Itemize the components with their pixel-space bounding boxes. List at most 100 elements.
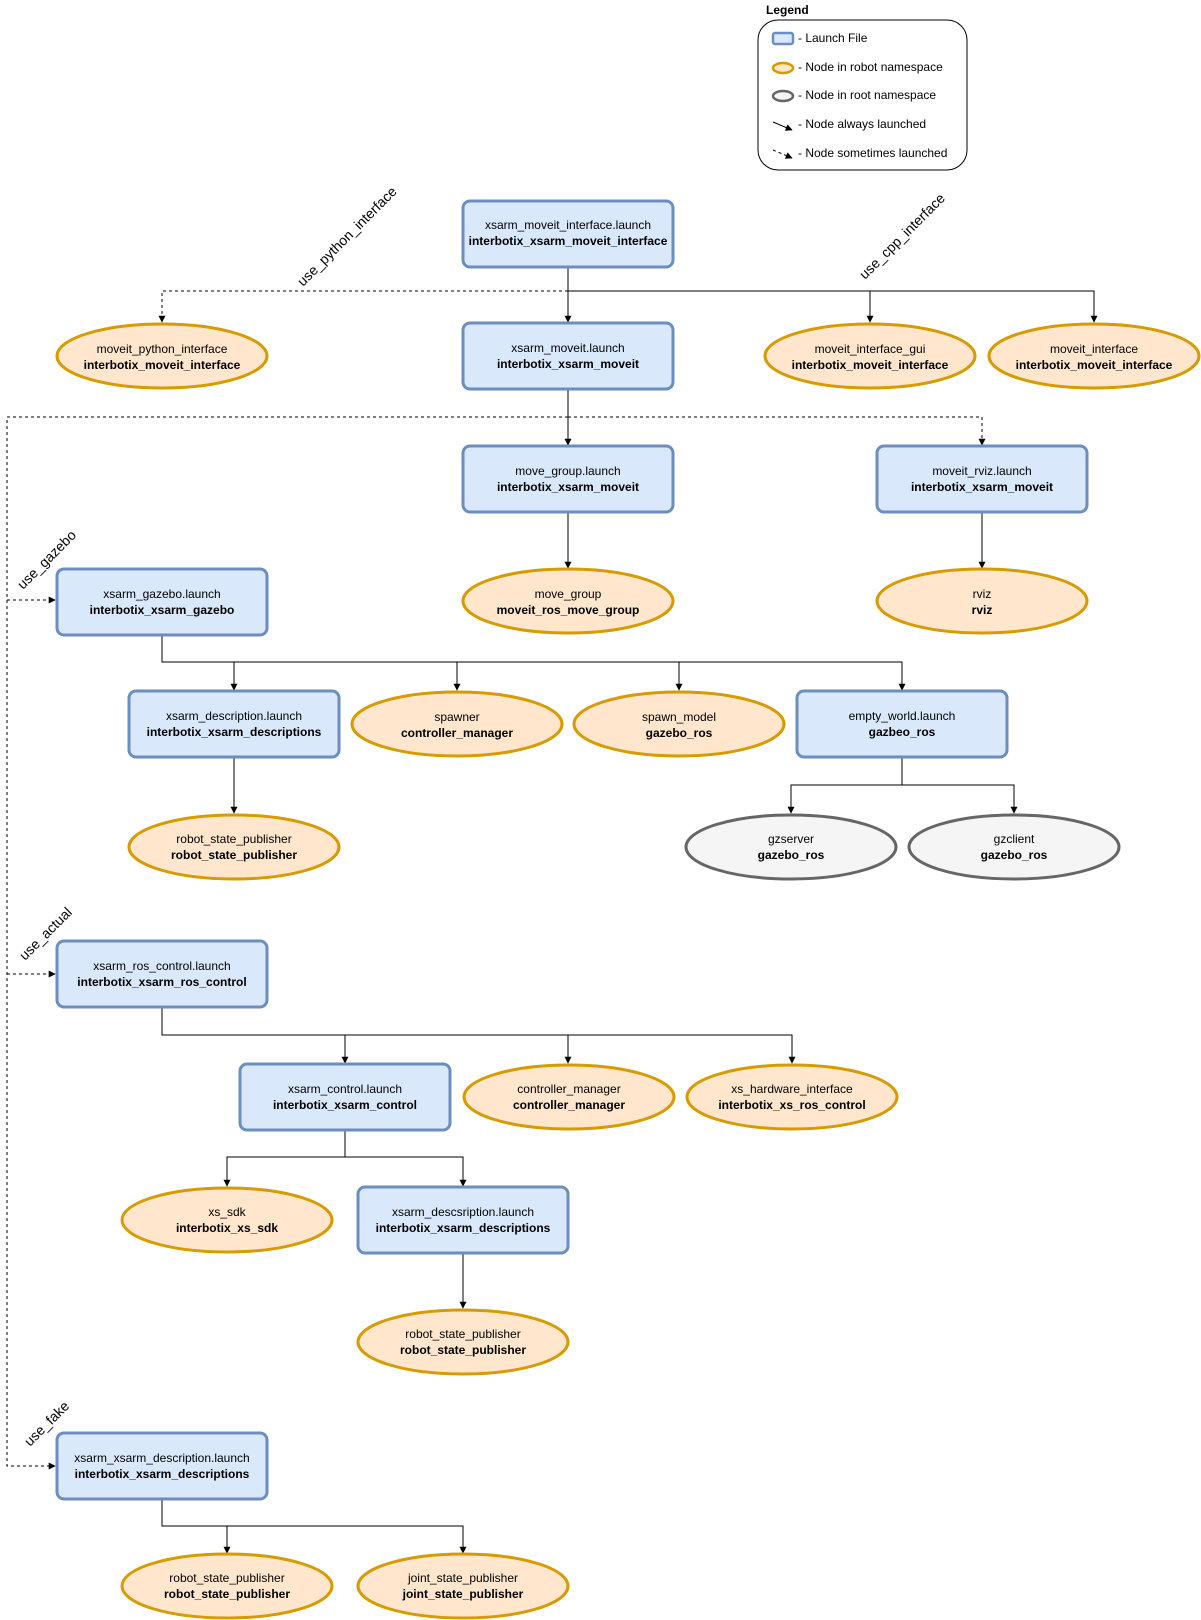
edge-moveit-to-rviz bbox=[568, 416, 986, 446]
svg-text:xsarm_xsarm_description.launch: xsarm_xsarm_description.launch bbox=[74, 1451, 249, 1465]
svg-text:interbotix_xsarm_moveit: interbotix_xsarm_moveit bbox=[911, 480, 1053, 494]
edge-fake-to-rsp bbox=[161, 1500, 231, 1554]
node-move-group-launch[interactable]: move_group.launch interbotix_xsarm_movei… bbox=[461, 444, 675, 514]
svg-text:moveit_rviz.launch: moveit_rviz.launch bbox=[932, 464, 1031, 478]
svg-text:interbotix_xsarm_moveit_interf: interbotix_xsarm_moveit_interface bbox=[469, 234, 668, 248]
legend-robot-node-label: - Node in robot namespace bbox=[798, 60, 943, 74]
svg-text:rviz: rviz bbox=[972, 603, 993, 617]
svg-text:interbotix_xsarm_moveit: interbotix_xsarm_moveit bbox=[497, 357, 639, 371]
node-rviz[interactable]: rviz rviz bbox=[875, 567, 1089, 635]
node-controller-manager[interactable]: controller_manager controller_manager bbox=[462, 1063, 676, 1131]
svg-text:interbotix_moveit_interface: interbotix_moveit_interface bbox=[1016, 358, 1173, 372]
legend-root-node-label: - Node in root namespace bbox=[798, 88, 936, 102]
svg-text:gazebo_ros: gazebo_ros bbox=[646, 726, 713, 740]
edge-moveit-bus bbox=[6, 416, 568, 1470]
legend-sometimes-label: - Node sometimes launched bbox=[798, 146, 947, 160]
svg-text:xs_sdk: xs_sdk bbox=[208, 1205, 246, 1219]
svg-text:xsarm_moveit_interface.launch: xsarm_moveit_interface.launch bbox=[485, 218, 651, 232]
svg-text:gazebo_ros: gazebo_ros bbox=[758, 848, 825, 862]
svg-text:gzclient: gzclient bbox=[994, 832, 1035, 846]
svg-text:joint_state_publisher: joint_state_publisher bbox=[402, 1587, 524, 1601]
svg-text:gazbeo_ros: gazbeo_ros bbox=[869, 725, 936, 739]
svg-text:xsarm_ros_control.launch: xsarm_ros_control.launch bbox=[93, 959, 230, 973]
legend-always-label: - Node always launched bbox=[798, 117, 926, 131]
edge-fake-to-jsp bbox=[227, 1525, 467, 1554]
svg-text:moveit_ros_move_group: moveit_ros_move_group bbox=[497, 603, 640, 617]
svg-text:joint_state_publisher: joint_state_publisher bbox=[407, 1571, 518, 1585]
node-move-group[interactable]: move_group moveit_ros_move_group bbox=[461, 567, 675, 635]
connectors bbox=[6, 267, 1098, 1554]
condition-use-python-interface: use_python_interface bbox=[294, 183, 400, 289]
edge-empty-world-to-gzclient bbox=[902, 784, 1018, 814]
edge-control-to-descsription bbox=[345, 1156, 467, 1187]
svg-text:empty_world.launch: empty_world.launch bbox=[849, 709, 956, 723]
svg-text:moveit_interface: moveit_interface bbox=[1050, 342, 1138, 356]
node-xs-sdk[interactable]: xs_sdk interbotix_xs_sdk bbox=[120, 1186, 334, 1254]
node-moveit-interface-gui[interactable]: moveit_interface_gui interbotix_moveit_i… bbox=[763, 322, 977, 390]
node-moveit-rviz-launch[interactable]: moveit_rviz.launch interbotix_xsarm_move… bbox=[875, 444, 1089, 514]
svg-text:moveit_python_interface: moveit_python_interface bbox=[97, 342, 228, 356]
svg-text:robot_state_publisher: robot_state_publisher bbox=[400, 1343, 526, 1357]
legend-launch-label: - Launch File bbox=[798, 31, 868, 45]
node-xsarm-ros-control-launch[interactable]: xsarm_ros_control.launch interbotix_xsar… bbox=[55, 939, 269, 1009]
svg-text:controller_manager: controller_manager bbox=[401, 726, 513, 740]
svg-text:xsarm_gazebo.launch: xsarm_gazebo.launch bbox=[103, 587, 220, 601]
node-joint-state-publisher-fake[interactable]: joint_state_publisher joint_state_publis… bbox=[356, 1552, 570, 1620]
legend-frame bbox=[757, 19, 968, 171]
node-robot-state-publisher-gazebo[interactable]: robot_state_publisher robot_state_publis… bbox=[127, 813, 341, 881]
edge-python-interface bbox=[158, 290, 568, 323]
svg-text:robot_state_publisher: robot_state_publisher bbox=[405, 1327, 520, 1341]
svg-text:interbotix_moveit_interface: interbotix_moveit_interface bbox=[792, 358, 949, 372]
svg-text:interbotix_moveit_interface: interbotix_moveit_interface bbox=[84, 358, 241, 372]
node-spawn-model[interactable]: spawn_model gazebo_ros bbox=[572, 690, 786, 758]
svg-text:interbotix_xs_ros_control: interbotix_xs_ros_control bbox=[718, 1098, 865, 1112]
node-xsarm-description-launch-gazebo[interactable]: xsarm_description.launch interbotix_xsar… bbox=[127, 689, 341, 759]
svg-text:interbotix_xs_sdk: interbotix_xs_sdk bbox=[176, 1221, 278, 1235]
node-xsarm-control-launch[interactable]: xsarm_control.launch interbotix_xsarm_co… bbox=[238, 1062, 452, 1132]
edge-gazebo-to-empty-world bbox=[161, 635, 906, 691]
node-gzserver[interactable]: gzserver gazebo_ros bbox=[684, 813, 898, 881]
svg-text:xs_hardware_interface: xs_hardware_interface bbox=[731, 1082, 853, 1096]
nodes: xsarm_moveit_interface.launch interbotix… bbox=[55, 199, 1201, 1620]
node-moveit-interface[interactable]: moveit_interface interbotix_moveit_inter… bbox=[987, 322, 1201, 390]
edge-control-to-xs-sdk bbox=[223, 1131, 346, 1187]
node-xsarm-descsription-launch[interactable]: xsarm_descsription.launch interbotix_xsa… bbox=[356, 1185, 570, 1255]
svg-text:interbotix_xsarm_descriptions: interbotix_xsarm_descriptions bbox=[147, 725, 322, 739]
svg-text:spawn_model: spawn_model bbox=[642, 710, 716, 724]
node-moveit-python-interface[interactable]: moveit_python_interface interbotix_movei… bbox=[55, 322, 269, 390]
svg-text:move_group: move_group bbox=[535, 587, 602, 601]
svg-text:interbotix_xsarm_control: interbotix_xsarm_control bbox=[273, 1098, 417, 1112]
legend-robot-node-icon bbox=[771, 61, 795, 75]
legend-title: Legend bbox=[766, 3, 809, 17]
svg-text:xsarm_control.launch: xsarm_control.launch bbox=[288, 1082, 402, 1096]
node-xs-hardware-interface[interactable]: xs_hardware_interface interbotix_xs_ros_… bbox=[685, 1063, 899, 1131]
node-xsarm-moveit-interface-launch[interactable]: xsarm_moveit_interface.launch interbotix… bbox=[461, 199, 675, 269]
svg-text:robot_state_publisher: robot_state_publisher bbox=[164, 1587, 290, 1601]
node-xsarm-xsarm-description-launch[interactable]: xsarm_xsarm_description.launch interboti… bbox=[55, 1431, 269, 1501]
svg-text:xsarm_descsription.launch: xsarm_descsription.launch bbox=[392, 1205, 534, 1219]
svg-text:interbotix_xsarm_descriptions: interbotix_xsarm_descriptions bbox=[75, 1467, 250, 1481]
svg-text:xsarm_moveit.launch: xsarm_moveit.launch bbox=[511, 341, 624, 355]
svg-text:robot_state_publisher: robot_state_publisher bbox=[176, 832, 291, 846]
node-empty-world-launch[interactable]: empty_world.launch gazbeo_ros bbox=[795, 689, 1009, 759]
condition-use-cpp-interface: use_cpp_interface bbox=[856, 190, 948, 282]
svg-text:rviz: rviz bbox=[973, 587, 992, 601]
svg-text:xsarm_description.launch: xsarm_description.launch bbox=[166, 709, 302, 723]
node-robot-state-publisher-fake[interactable]: robot_state_publisher robot_state_publis… bbox=[120, 1552, 334, 1620]
svg-text:gazebo_ros: gazebo_ros bbox=[981, 848, 1048, 862]
node-xsarm-moveit-launch[interactable]: xsarm_moveit.launch interbotix_xsarm_mov… bbox=[461, 321, 675, 391]
svg-text:gzserver: gzserver bbox=[768, 832, 814, 846]
node-xsarm-gazebo-launch[interactable]: xsarm_gazebo.launch interbotix_xsarm_gaz… bbox=[55, 567, 269, 637]
node-gzclient[interactable]: gzclient gazebo_ros bbox=[907, 813, 1121, 881]
svg-text:controller_manager: controller_manager bbox=[517, 1082, 620, 1096]
legend-root-node-icon bbox=[771, 89, 795, 103]
svg-text:move_group.launch: move_group.launch bbox=[515, 464, 620, 478]
edge-empty-world-to-gzserver bbox=[787, 758, 903, 814]
legend-launch-icon bbox=[771, 31, 795, 46]
node-robot-state-publisher-actual[interactable]: robot_state_publisher robot_state_publis… bbox=[356, 1308, 570, 1376]
svg-text:interbotix_xsarm_ros_control: interbotix_xsarm_ros_control bbox=[77, 975, 246, 989]
svg-text:interbotix_xsarm_descriptions: interbotix_xsarm_descriptions bbox=[376, 1221, 551, 1235]
legend-solid-arrow-icon bbox=[772, 121, 793, 131]
node-spawner[interactable]: spawner controller_manager bbox=[350, 690, 564, 758]
svg-text:robot_state_publisher: robot_state_publisher bbox=[171, 848, 297, 862]
